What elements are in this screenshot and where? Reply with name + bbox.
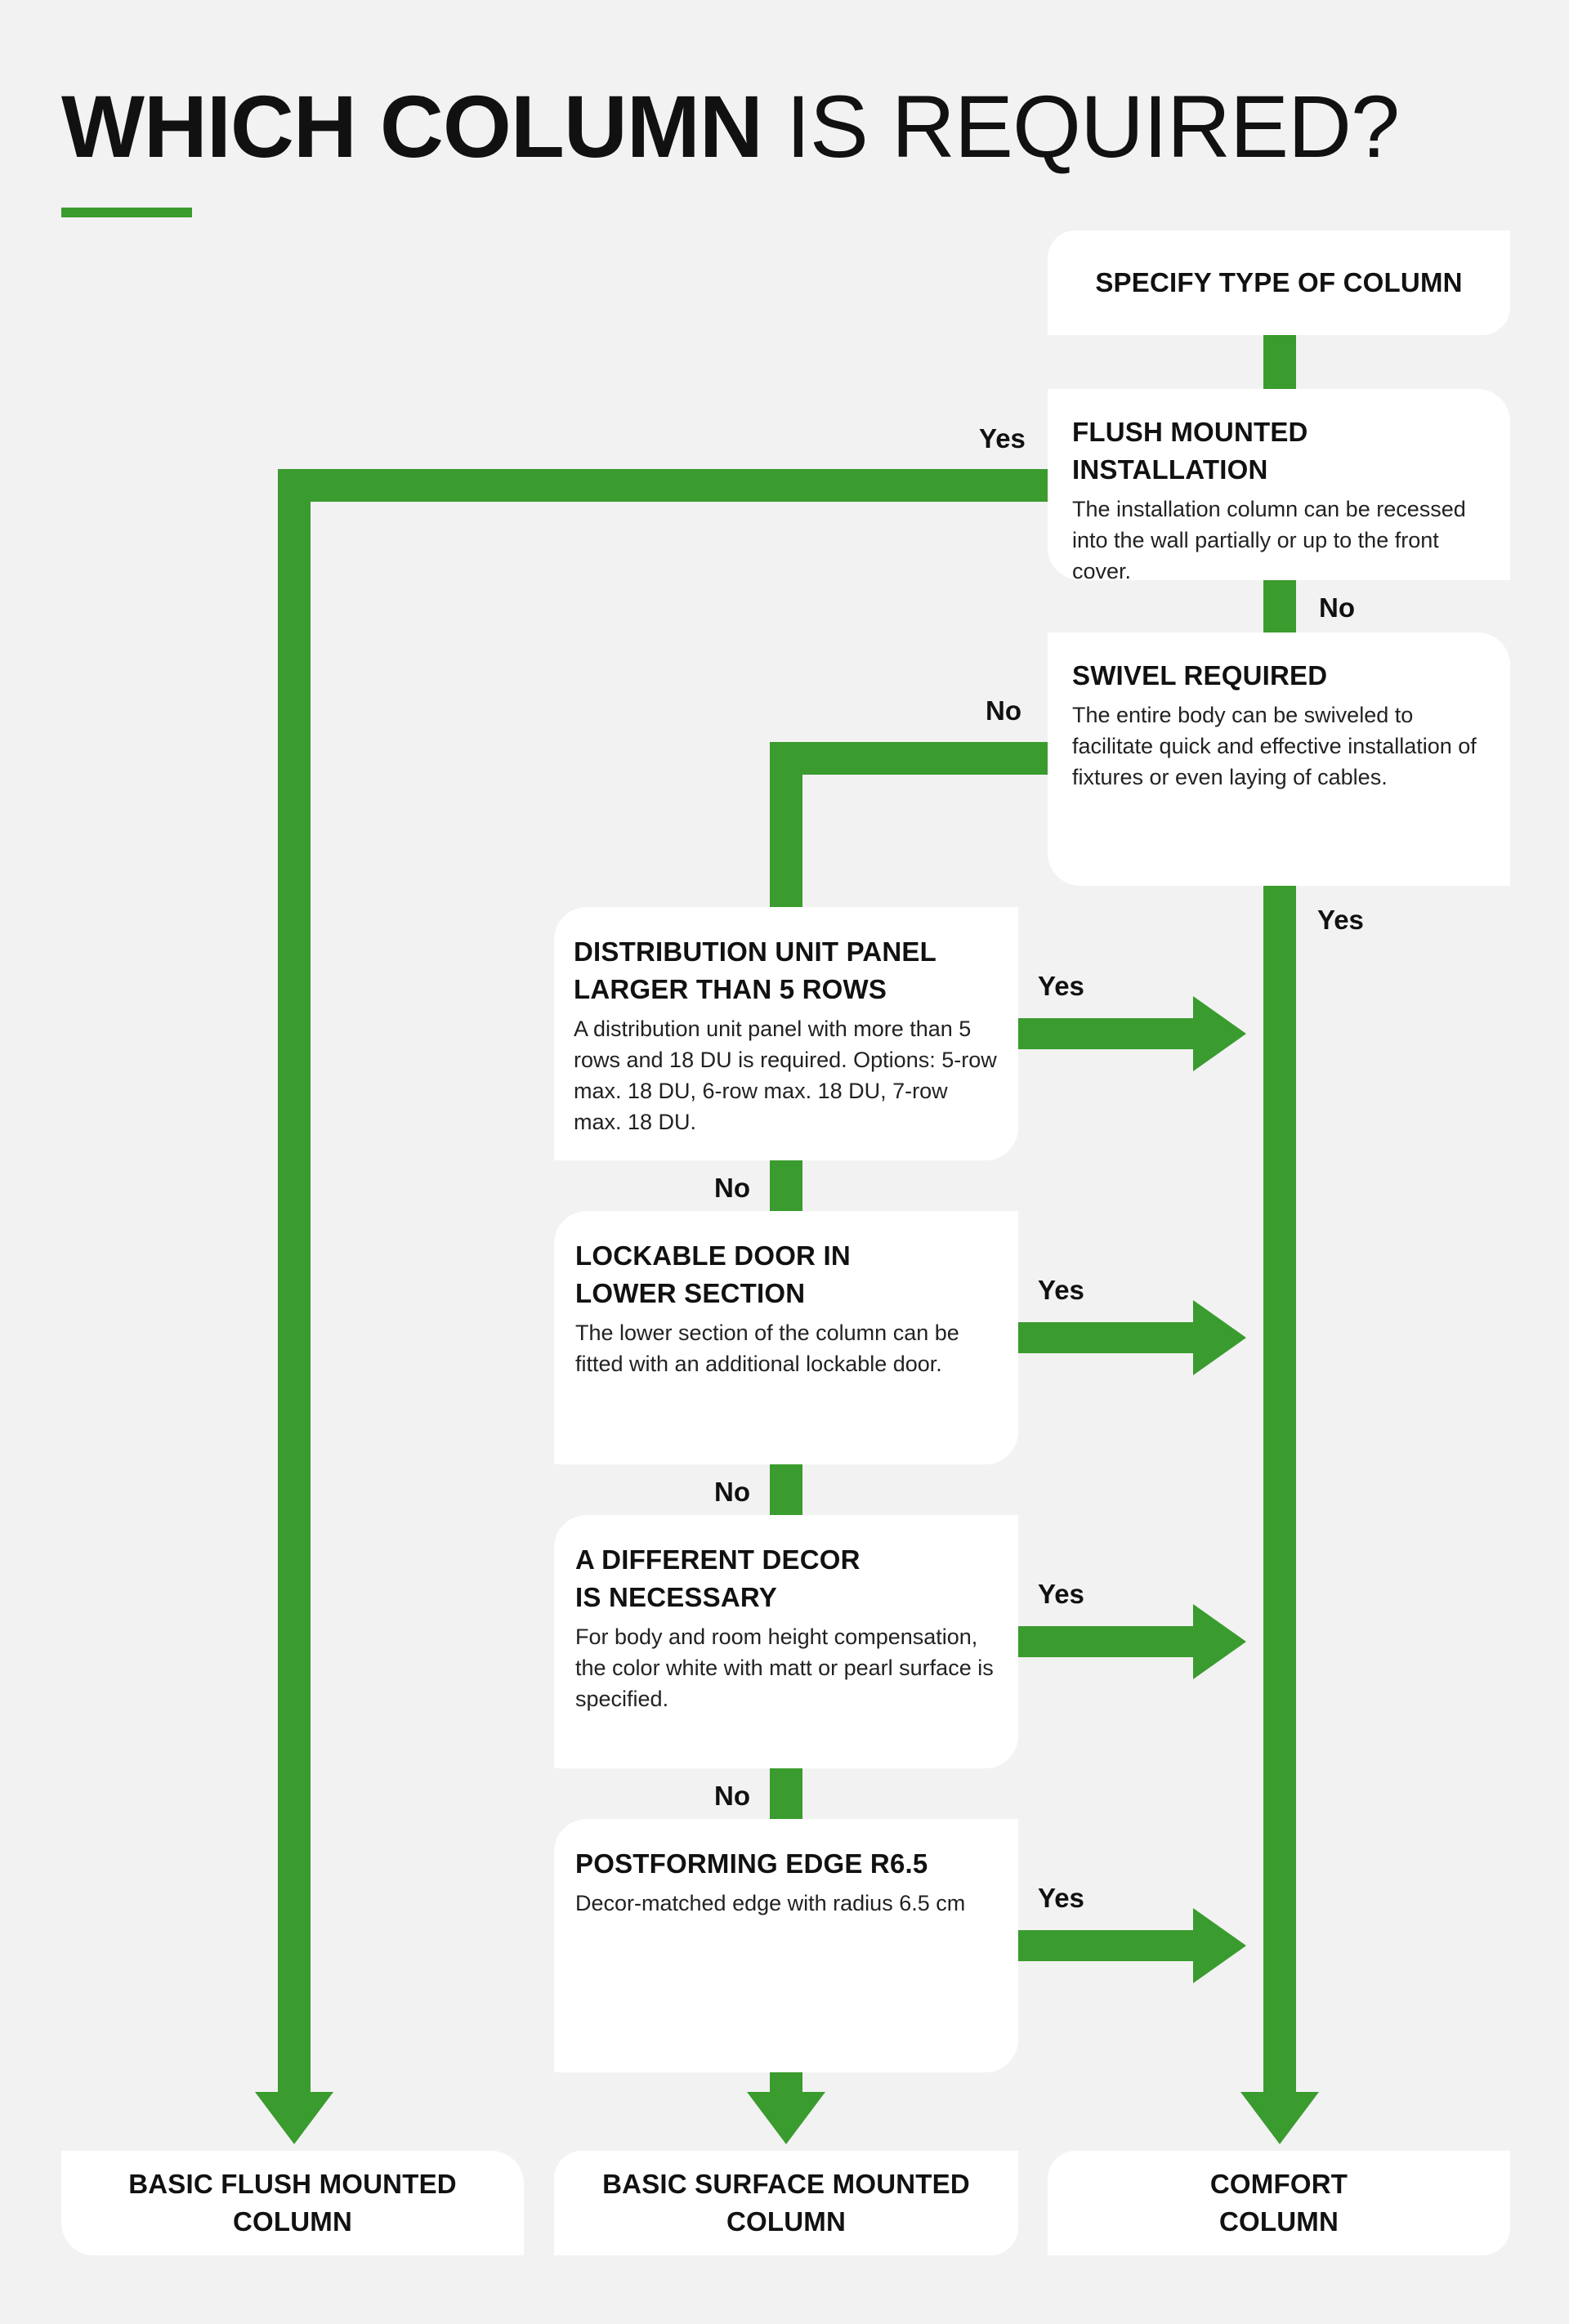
question-description: A distribution unit panel with more than…	[574, 1017, 997, 1134]
connector-flush-swivel	[1263, 579, 1296, 632]
page-title: WHICH COLUMN IS REQUIRED?	[61, 74, 1400, 180]
yes-label-distribution: Yes	[1038, 971, 1084, 1001]
yes-label-swivel: Yes	[1317, 905, 1364, 935]
question-lockable-door: LOCKABLE DOOR IN LOWER SECTION The lower…	[554, 1211, 1018, 1464]
connector-swivel-no-horizontal	[770, 742, 1049, 775]
result-label: COMFORT COLUMN	[1209, 2169, 1348, 2237]
no-label-flush: No	[1319, 592, 1355, 623]
no-label-decor: No	[714, 1781, 750, 1811]
question-distribution-unit: DISTRIBUTION UNIT PANEL LARGER THAN 5 RO…	[554, 907, 1018, 1160]
connector-swivel-comfort	[1263, 884, 1296, 2102]
question-description: The installation column can be recessed …	[1072, 497, 1466, 583]
connector-decor-yes	[1015, 1626, 1195, 1657]
connector-lockable-yes	[1015, 1322, 1195, 1353]
arrowhead-lockable-yes	[1193, 1300, 1246, 1375]
question-heading: LOCKABLE DOOR IN LOWER SECTION	[575, 1240, 851, 1308]
connector-flush-yes-vertical	[278, 469, 311, 2102]
no-label-lockable: No	[714, 1477, 750, 1507]
question-heading: A DIFFERENT DECOR IS NECESSARY	[575, 1544, 860, 1612]
question-description: Decor-matched edge with radius 6.5 cm	[575, 1891, 966, 1915]
arrowhead-distribution-yes	[1193, 996, 1246, 1071]
arrowhead-basic-flush	[255, 2092, 333, 2144]
result-comfort: COMFORT COLUMN	[1048, 2151, 1510, 2255]
question-different-decor: A DIFFERENT DECOR IS NECESSARY For body …	[554, 1515, 1018, 1768]
connector-distribution-lockable	[770, 1159, 802, 1213]
question-description: The lower section of the column can be f…	[575, 1321, 959, 1376]
connector-postforming-yes	[1015, 1930, 1195, 1961]
yes-label-decor: Yes	[1038, 1579, 1084, 1609]
question-heading: FLUSH MOUNTED INSTALLATION	[1072, 417, 1308, 485]
arrowhead-postforming-yes	[1193, 1908, 1246, 1983]
no-label-swivel: No	[986, 695, 1021, 726]
yes-label-postforming: Yes	[1038, 1883, 1084, 1913]
result-label: BASIC SURFACE MOUNTED COLUMN	[602, 2169, 970, 2237]
result-basic-flush-mounted: BASIC FLUSH MOUNTED COLUMN	[61, 2151, 524, 2255]
arrowhead-comfort	[1240, 2092, 1319, 2144]
question-postforming-edge: POSTFORMING EDGE R6.5 Decor-matched edge…	[554, 1819, 1018, 2072]
connector-distribution-yes	[1015, 1018, 1195, 1049]
yes-label-flush: Yes	[979, 423, 1026, 454]
arrowhead-decor-yes	[1193, 1604, 1246, 1679]
result-basic-surface-mounted: BASIC SURFACE MOUNTED COLUMN	[554, 2151, 1018, 2255]
connector-swivel-no-vertical	[770, 742, 802, 909]
title-bold: WHICH COLUMN	[61, 77, 763, 176]
result-label: BASIC FLUSH MOUNTED COLUMN	[128, 2169, 457, 2237]
question-description: For body and room height compensation, t…	[575, 1625, 994, 1711]
start-heading: SPECIFY TYPE OF COLUMN	[1095, 267, 1463, 297]
question-heading: SWIVEL REQUIRED	[1072, 660, 1328, 690]
start-box: SPECIFY TYPE OF COLUMN	[1048, 230, 1510, 335]
question-description: The entire body can be swiveled to facil…	[1072, 703, 1477, 789]
title-light: IS REQUIRED?	[762, 77, 1400, 176]
arrowhead-basic-surface	[747, 2092, 825, 2144]
question-swivel: SWIVEL REQUIRED The entire body can be s…	[1048, 632, 1510, 886]
question-heading: DISTRIBUTION UNIT PANEL LARGER THAN 5 RO…	[574, 936, 936, 1004]
question-flush-mounted: FLUSH MOUNTED INSTALLATION The installat…	[1048, 389, 1510, 583]
no-label-distribution: No	[714, 1173, 750, 1203]
connector-lockable-decor	[770, 1463, 802, 1517]
connector-decor-postforming	[770, 1767, 802, 1821]
question-heading: POSTFORMING EDGE R6.5	[575, 1848, 928, 1879]
title-underline	[61, 208, 192, 217]
connector-flush-yes-horizontal	[278, 469, 1049, 502]
connector-start-flush	[1263, 333, 1296, 391]
yes-label-lockable: Yes	[1038, 1275, 1084, 1305]
